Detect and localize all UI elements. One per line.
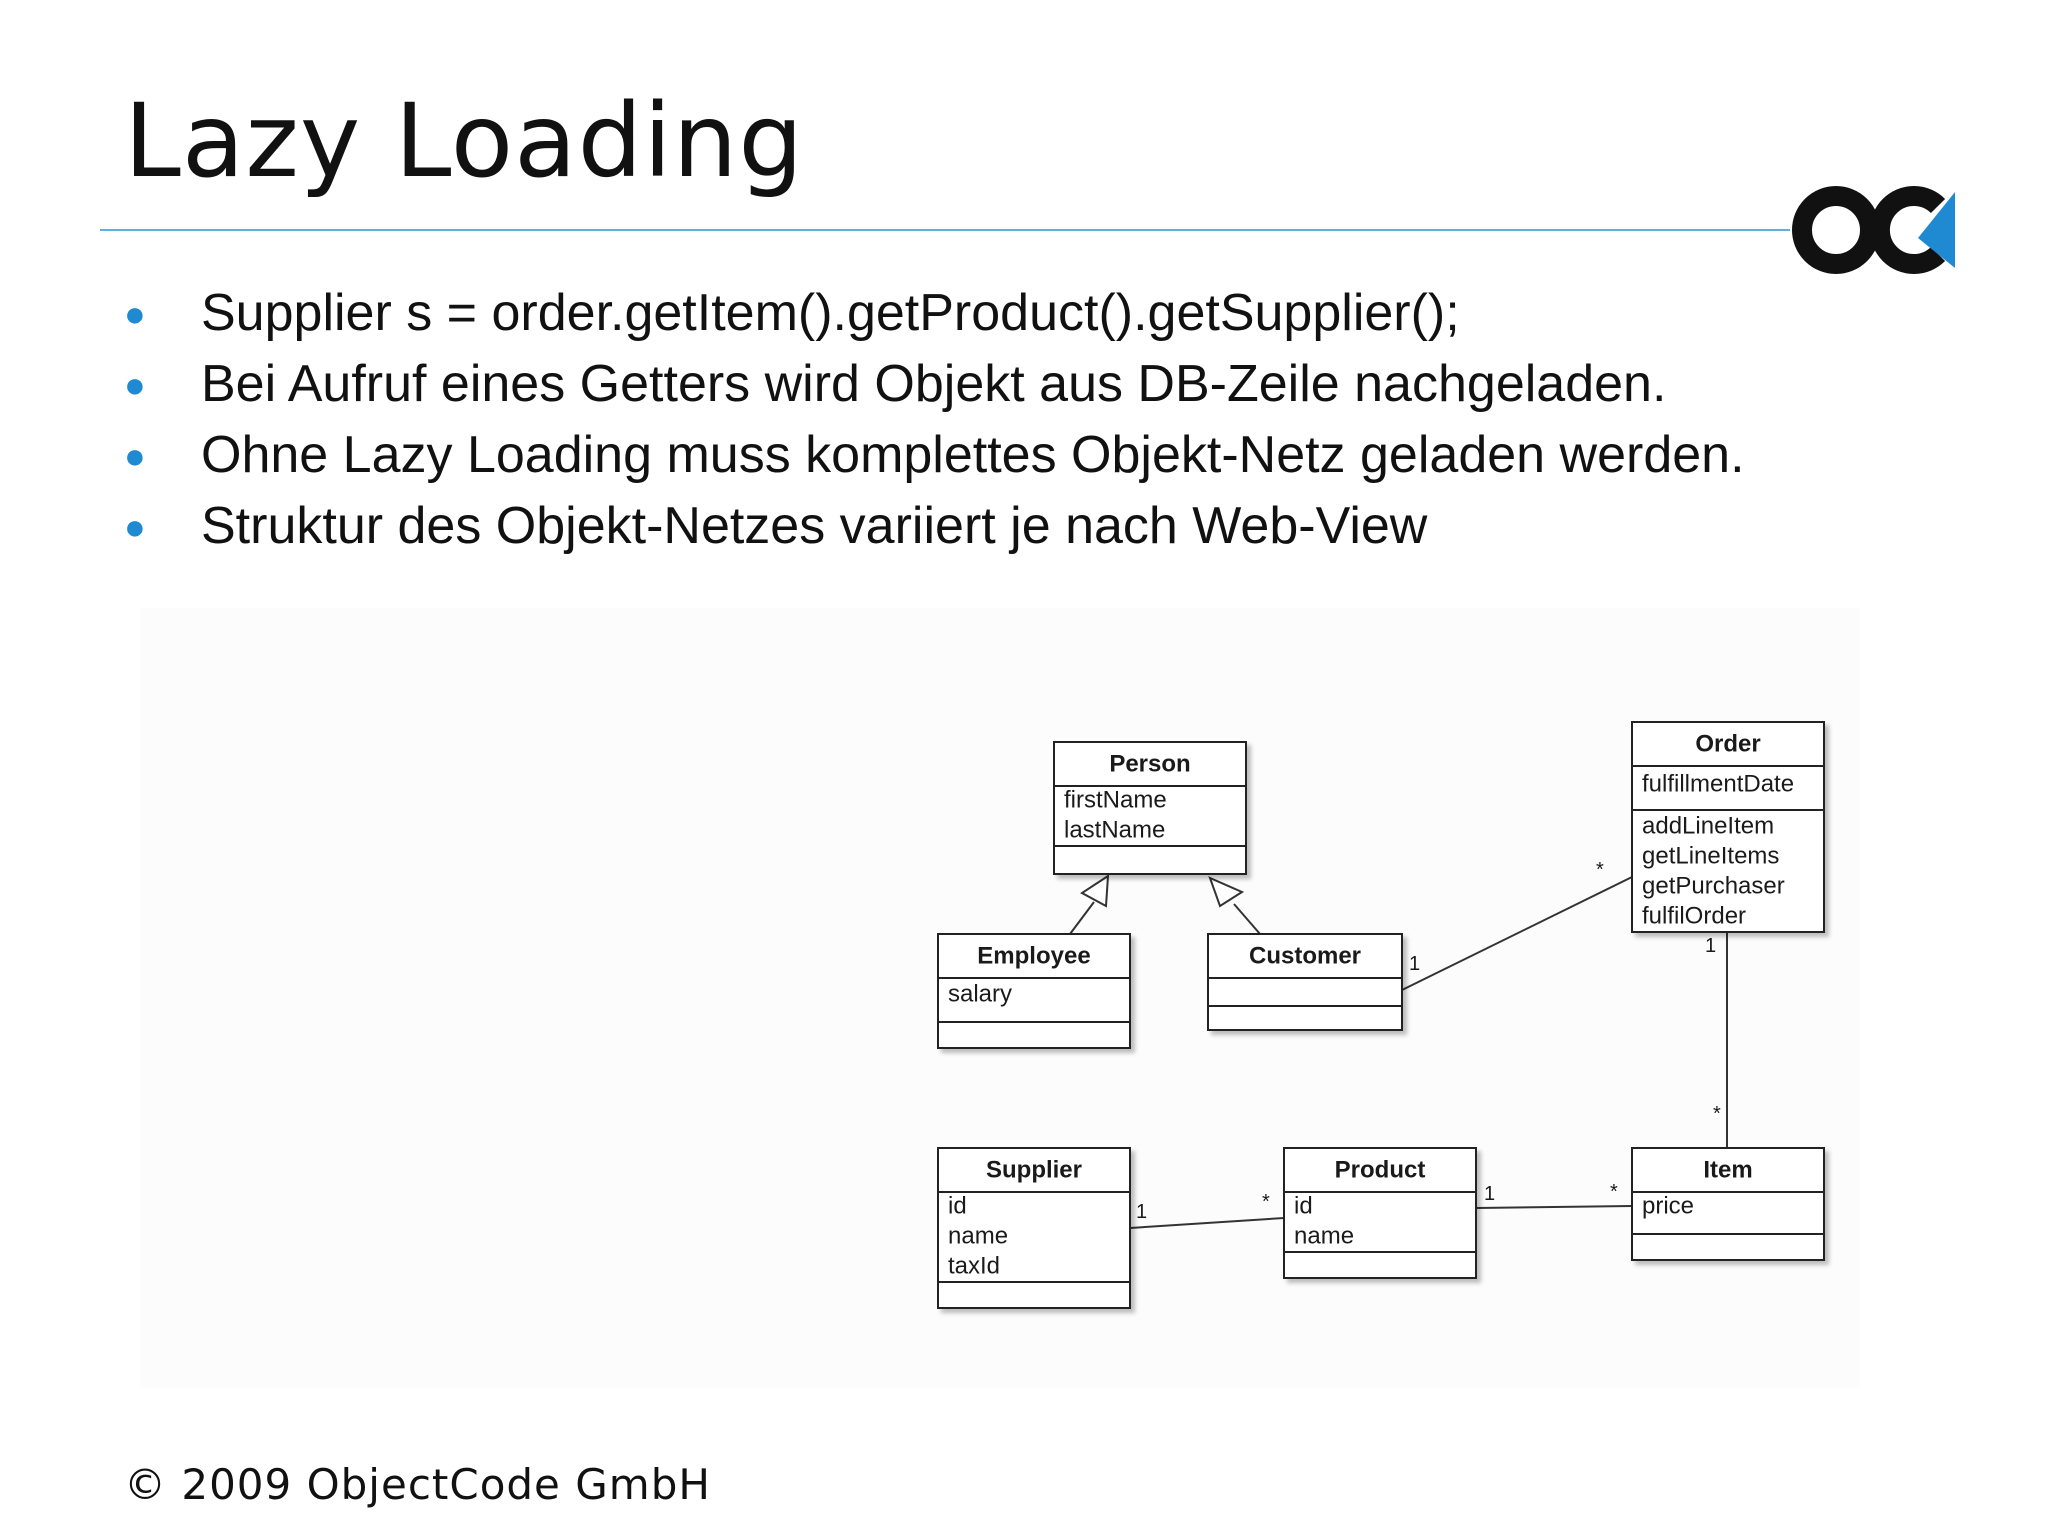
method: addLineItem [1642, 813, 1774, 840]
method: getLineItems [1642, 843, 1779, 870]
attribute: lastName [1064, 817, 1165, 844]
bullet-marker: ● [124, 506, 146, 547]
objectcode-logo-icon [1792, 186, 1955, 274]
class-name: Supplier [986, 1157, 1082, 1184]
bullet-text: Ohne Lazy Loading muss komplettes Objekt… [201, 426, 1745, 484]
generalization-arrow-customer [1208, 876, 1245, 908]
class-name: Item [1703, 1157, 1752, 1184]
copyright-footer: © 2009 ObjectCode GmbH [124, 1460, 711, 1509]
mult-supplier-1: 1 [1136, 1201, 1147, 1223]
generalization-line-customer [1233, 903, 1261, 935]
mult-product-1: 1 [1484, 1183, 1495, 1205]
class-name: Person [1109, 751, 1190, 778]
assoc-line-customer-order [1401, 876, 1633, 991]
title-divider [100, 229, 1790, 231]
generalization-arrow-employee [1080, 874, 1110, 908]
class-supplier: Supplier id name taxId [937, 1147, 1131, 1309]
class-product: Product id name [1283, 1147, 1477, 1279]
class-name: Product [1335, 1157, 1426, 1184]
attribute: id [948, 1193, 967, 1220]
assoc-line-supplier-product [1129, 1217, 1285, 1229]
generalization-line-employee [1069, 901, 1095, 935]
bullet-text: Supplier s = order.getItem().getProduct(… [201, 284, 1460, 342]
class-person: Person firstName lastName [1053, 741, 1247, 875]
attribute: firstName [1064, 787, 1167, 814]
method: getPurchaser [1642, 873, 1785, 900]
mult-order-1: 1 [1705, 935, 1716, 957]
class-name: Order [1695, 731, 1760, 758]
class-name: Customer [1249, 943, 1361, 970]
mult-item-star-product: * [1610, 1181, 1618, 1203]
bullet-marker: ● [124, 293, 146, 334]
attribute: salary [948, 981, 1012, 1008]
mult-product-star-supplier: * [1262, 1191, 1270, 1213]
class-order: Order fulfillmentDate addLineItem getLin… [1631, 721, 1825, 933]
class-employee: Employee salary [937, 933, 1131, 1049]
bullet-marker: ● [124, 364, 146, 405]
mult-order-star-customer: * [1596, 859, 1604, 881]
attribute: id [1294, 1193, 1313, 1220]
bullet-text: Struktur des Objekt-Netzes variiert je n… [201, 497, 1428, 555]
assoc-line-product-item [1475, 1205, 1633, 1209]
class-name: Employee [977, 943, 1090, 970]
bullet-marker: ● [124, 435, 146, 476]
class-item: Item price [1631, 1147, 1825, 1261]
attribute: taxId [948, 1253, 1000, 1280]
slide-title: Lazy Loading [124, 82, 805, 201]
attribute: fulfillmentDate [1642, 771, 1794, 798]
attribute: price [1642, 1193, 1694, 1220]
attribute: name [948, 1223, 1008, 1250]
class-customer: Customer [1207, 933, 1403, 1031]
method: fulfilOrder [1642, 903, 1746, 930]
mult-item-star-order: * [1713, 1103, 1721, 1125]
mult-customer-1: 1 [1409, 953, 1420, 975]
bullet-text: Bei Aufruf eines Getters wird Objekt aus… [201, 355, 1667, 413]
attribute: name [1294, 1223, 1354, 1250]
